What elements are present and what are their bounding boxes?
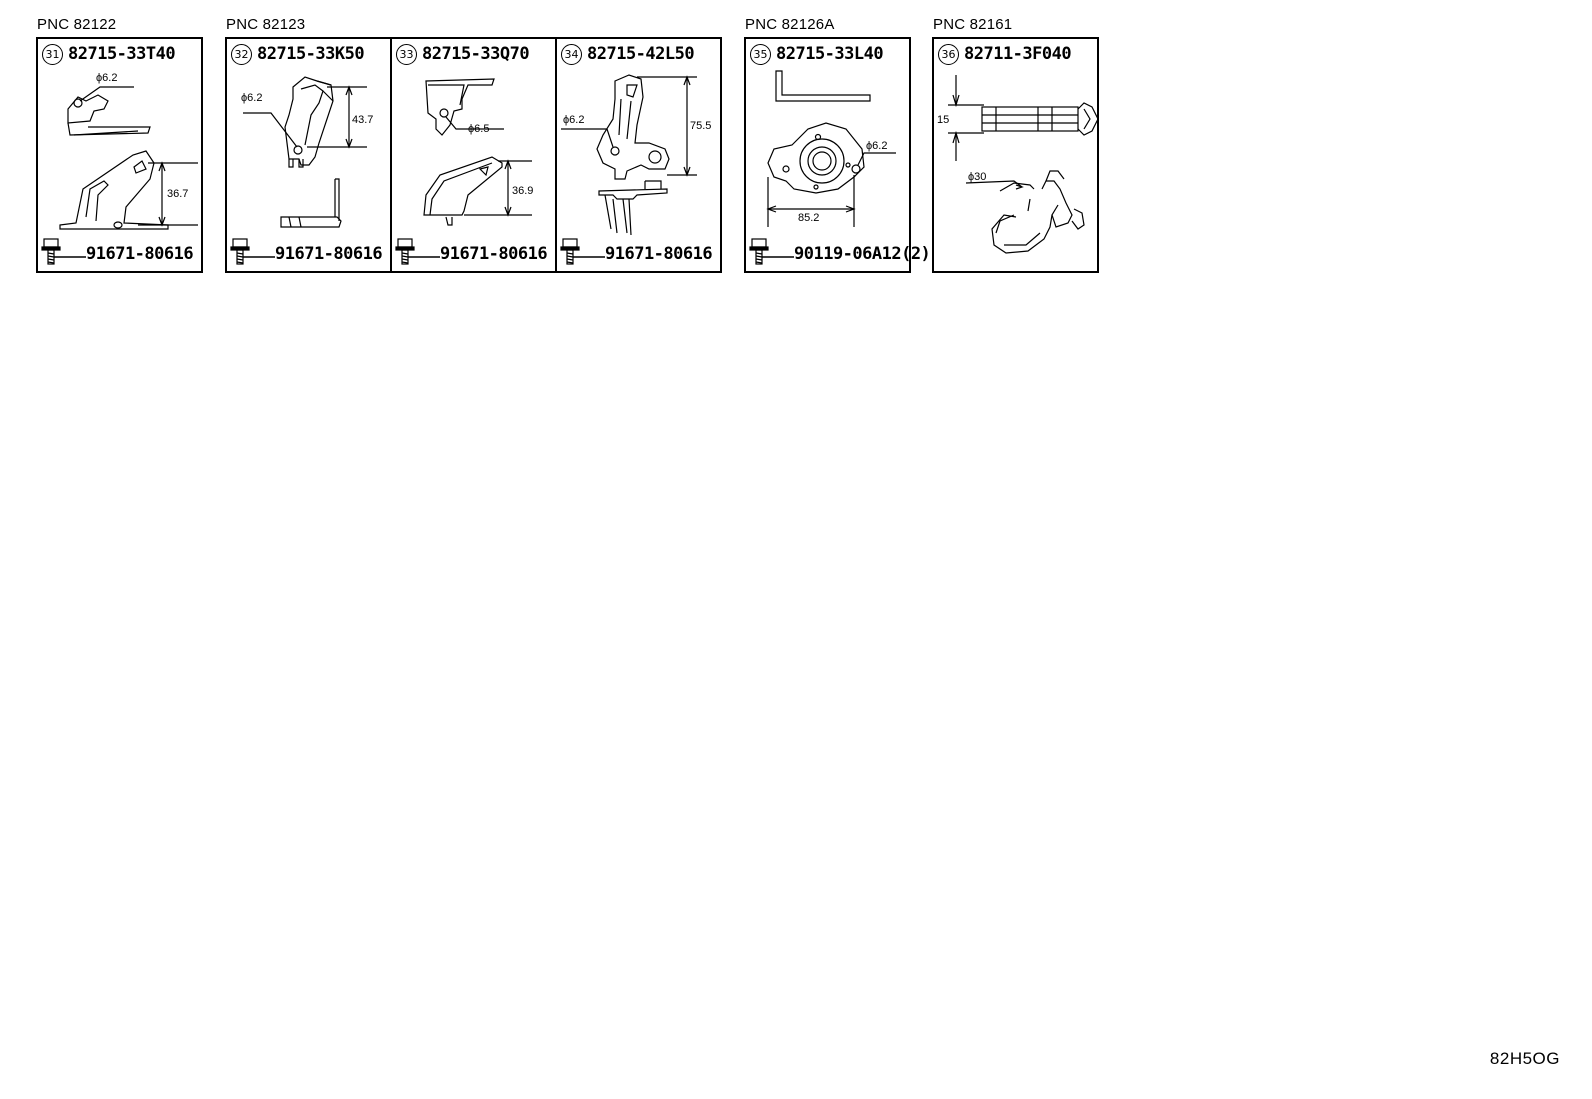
bracket-31-drawing: ϕ6.2 36.7 xyxy=(59,72,198,230)
bolt-callout: 91671-80616 xyxy=(560,237,713,267)
ref-number-badge: 34 xyxy=(561,44,582,65)
bracket-32-drawing: ϕ6.2 43.7 xyxy=(241,76,373,228)
pnc-label-82126a: PNC 82126A xyxy=(745,16,835,33)
dim-label: 36.7 xyxy=(167,188,188,200)
ref-number-badge: 32 xyxy=(231,44,252,65)
pnc-label-82161: PNC 82161 xyxy=(933,16,1013,33)
ref-number-badge: 31 xyxy=(42,44,63,65)
bracket-33-drawing: ϕ6.5 36.9 xyxy=(423,78,533,226)
dim-label: 75.5 xyxy=(690,120,711,132)
part-number: 82715-33T40 xyxy=(68,44,176,64)
bolt-callout: 90119-06A12(2) xyxy=(749,237,931,267)
bolt-number: 91671-80616 xyxy=(86,244,194,264)
dim-label: ϕ30 xyxy=(968,171,986,183)
part-number: 82715-33Q70 xyxy=(422,44,530,64)
dim-label: 36.9 xyxy=(512,185,533,197)
part-number: 82715-33K50 xyxy=(257,44,365,64)
bolt-number: 90119-06A12(2) xyxy=(794,244,931,264)
diagram-code: 82H5OG xyxy=(1489,1049,1560,1068)
pnc-label-82123: PNC 82123 xyxy=(226,16,306,33)
bolt-callout: 91671-80616 xyxy=(41,237,194,267)
dim-label: 15 xyxy=(937,114,949,126)
part-number: 82715-42L50 xyxy=(587,44,695,64)
bolt-callout: 91671-80616 xyxy=(395,237,548,267)
part-number: 82711-3F040 xyxy=(964,44,1072,64)
dim-label: ϕ6.2 xyxy=(563,114,584,126)
ref-number-badge: 35 xyxy=(750,44,771,65)
dim-label: 85.2 xyxy=(798,212,819,224)
bolt-icon xyxy=(395,238,440,265)
bracket-34-drawing: ϕ6.2 75.5 xyxy=(561,74,711,236)
dim-label: ϕ6.2 xyxy=(866,140,887,152)
ref-number-badge: 33 xyxy=(396,44,417,65)
dim-label: ϕ6.2 xyxy=(241,92,262,104)
ref-number-badge: 36 xyxy=(938,44,959,65)
bolt-number: 91671-80616 xyxy=(275,244,383,264)
clamp-36-drawing: 15 ϕ30 xyxy=(937,75,1099,254)
bracket-35-drawing: ϕ6.2 85.2 xyxy=(766,70,896,227)
bolt-callout: 91671-80616 xyxy=(230,237,383,267)
dim-label: ϕ6.5 xyxy=(468,123,489,135)
bolt-icon xyxy=(230,238,275,265)
part-number: 82715-33L40 xyxy=(776,44,884,64)
bolt-number: 91671-80616 xyxy=(605,244,713,264)
pnc-label-82122: PNC 82122 xyxy=(37,16,117,33)
dim-label: ϕ6.2 xyxy=(96,72,117,84)
bolt-icon xyxy=(41,238,86,265)
dim-label: 43.7 xyxy=(352,114,373,126)
bolt-number: 91671-80616 xyxy=(440,244,548,264)
bolt-icon xyxy=(560,238,605,265)
bolt-icon xyxy=(749,238,794,265)
